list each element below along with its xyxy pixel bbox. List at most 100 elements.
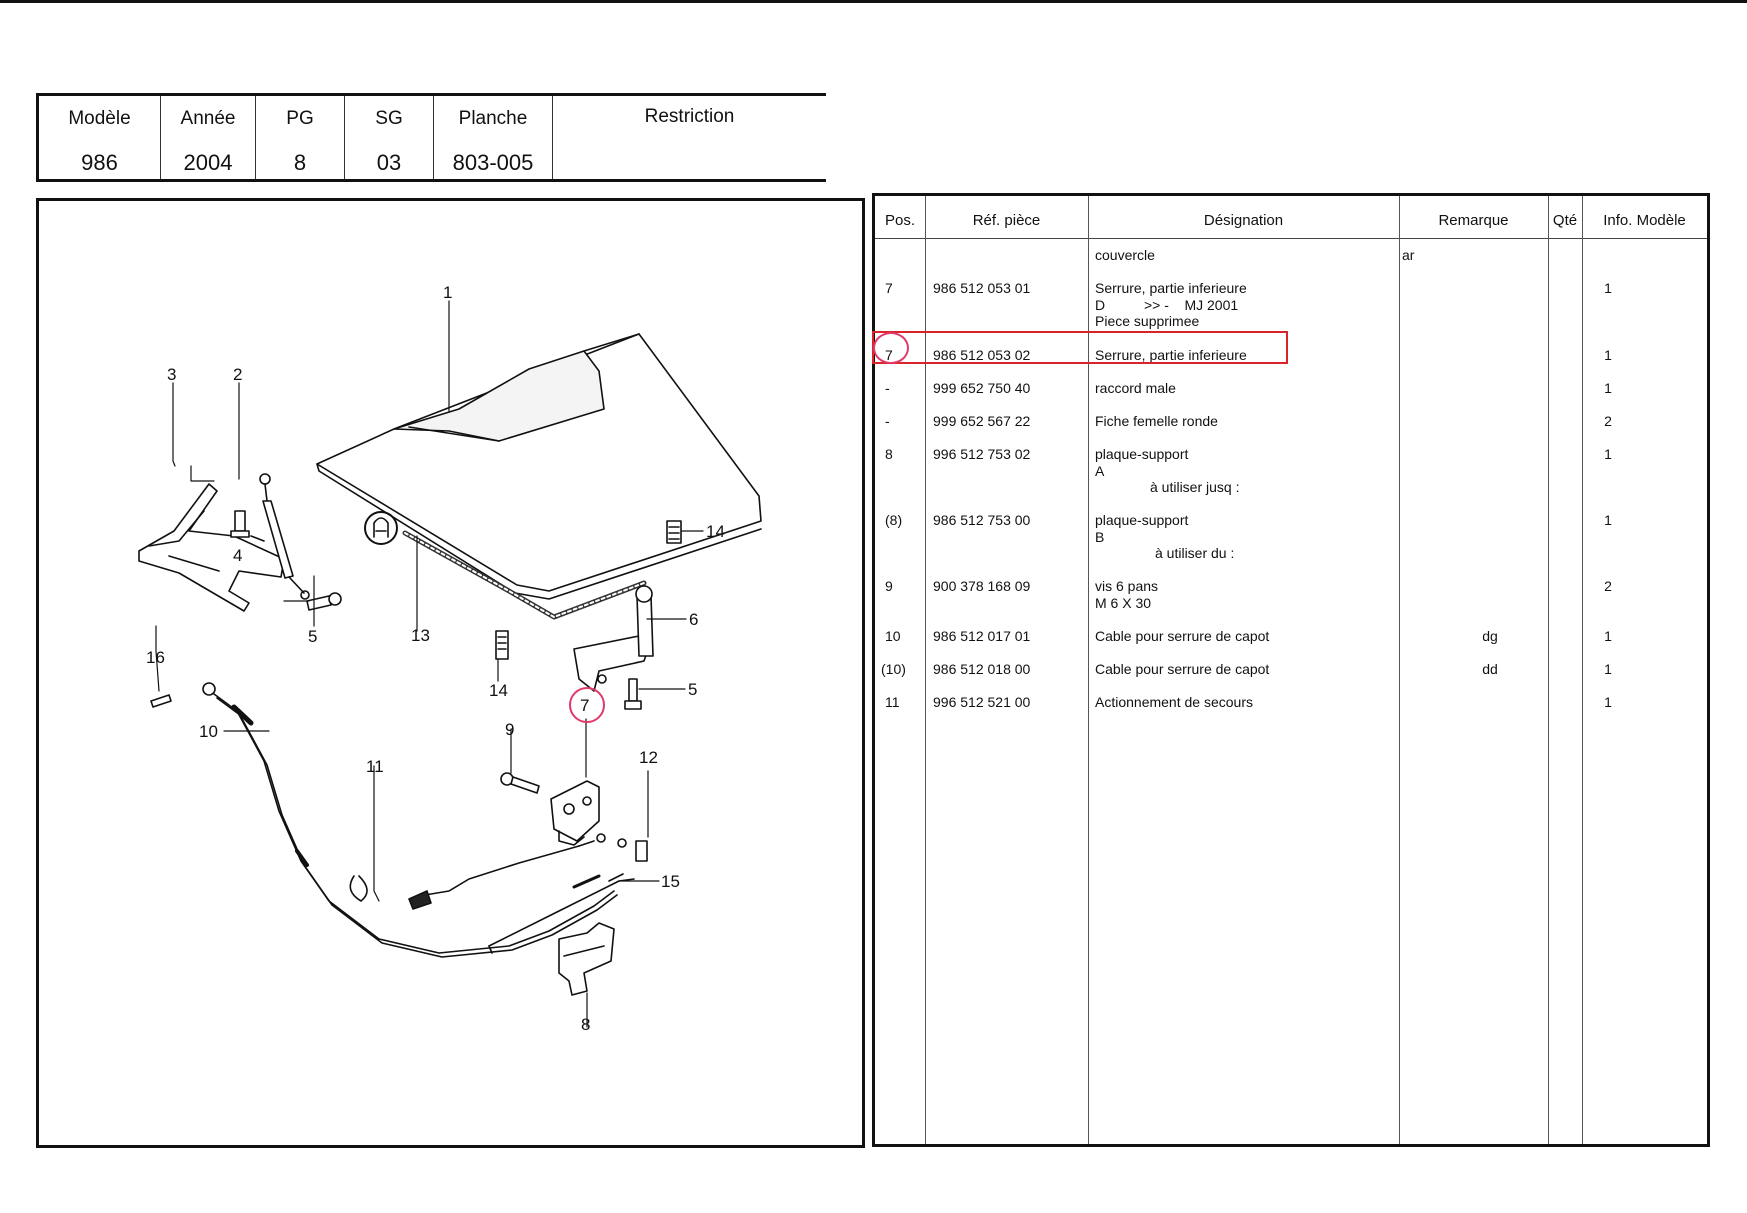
callout-11: 11 [366,757,384,776]
row-qty: 2 [1604,413,1612,429]
parts-table: Pos. Réf. pièce Désignation Remarque Qté… [872,193,1710,1147]
callout-3: 3 [167,365,176,384]
row-ref: 999 652 750 40 [933,380,1031,396]
striker-bracket [573,585,654,692]
header-table: Modèle 986 Année 2004 PG 8 SG 03 Planche… [36,93,826,182]
header-col-annee: Année 2004 [161,96,256,179]
parts-header-row [875,196,1707,239]
exploded-diagram: 1 2 3 4 5 13 14 14 6 5 16 7 9 10 11 12 1… [36,198,865,1148]
callout-2: 2 [233,365,242,384]
header-bottom-rule [36,179,826,182]
release-rod [488,873,635,954]
header-label-planche: Planche [458,108,528,129]
row-designation-line: vis 6 pans [1095,578,1159,594]
callout-7: 7 [580,696,589,715]
col-divider-1 [925,196,926,1144]
row-designation-line: Piece supprimee [1095,313,1200,329]
row-designation: Cable pour serrure de capot [1095,661,1270,677]
col-header-info: Info. Modèle [1603,212,1686,229]
header-value-modele: 986 [81,150,118,175]
row-pos: (8) [885,512,903,528]
row-pos: 8 [885,446,893,462]
bolt-16 [150,694,172,708]
row-qty: 1 [1604,512,1612,528]
header-left-rule [36,93,39,182]
header-col-restriction: Restriction [553,96,826,179]
row-designation-line: à utiliser du : [1155,545,1235,561]
row-ref: 900 378 168 09 [933,578,1031,594]
row-designation-line: M 6 X 30 [1095,594,1152,611]
callout-10: 10 [199,722,218,741]
release-cable [202,682,618,958]
header-top-rule [36,93,826,96]
row-qty: 1 [1604,694,1612,710]
row-designation: couvercle [1095,247,1155,263]
row-designation-line: plaque-support [1095,446,1189,462]
callout-1: 1 [443,283,452,302]
header-label-modele: Modèle [68,108,131,129]
header-value-annee: 2004 [183,150,233,175]
header-label-pg: PG [286,108,314,129]
callout-6: 6 [689,610,698,629]
row-ref: 986 512 053 02 [933,347,1031,363]
row-remarque: dg [1482,628,1498,644]
col-header-remarque: Remarque [1438,212,1509,229]
callout-12: 12 [639,748,658,767]
col-divider-4 [1548,196,1549,1144]
seal-symbol-icon [364,511,398,545]
row-ref: 986 512 053 01 [933,280,1031,296]
bolt-5-left [306,592,342,611]
row-pos: 7 [885,280,893,296]
row-pos: - [885,380,890,396]
row-designation-line: D >> - MJ 2001 [1095,296,1239,313]
row-designation: Serrure, partie inferieure [1095,347,1247,363]
callout-8: 8 [581,1015,590,1034]
row-designation: Serrure, partie inferieure D >> - MJ 200… [1095,280,1395,330]
rubber-stop-14a [666,520,682,544]
header-col-modele: Modèle 986 [39,96,161,179]
row-ref: 986 512 018 00 [933,661,1031,677]
row-designation: plaque-support A à utiliser jusq : [1095,446,1395,496]
row-ref: 996 512 753 02 [933,446,1031,462]
leader-lines [155,300,704,1028]
row-designation: Actionnement de secours [1095,694,1253,710]
col-header-designation: Désignation [1203,212,1284,229]
col-divider-2 [1088,196,1089,1144]
row-ref: 996 512 521 00 [933,694,1031,710]
header-label-restriction: Restriction [644,106,735,127]
row-pos: (10) [881,661,906,677]
row-ref: 986 512 753 00 [933,512,1031,528]
row-qty: 1 [1604,380,1612,396]
row-qty: 1 [1604,446,1612,462]
callout-14-top: 14 [706,522,725,541]
col-divider-3 [1399,196,1400,1144]
bolt-4 [230,510,265,542]
header-col-planche: Planche 803-005 [434,96,553,179]
row-designation: vis 6 pans M 6 X 30 [1095,578,1395,611]
row-designation-line: Serrure, partie inferieure [1095,280,1247,296]
callout-13: 13 [411,626,430,645]
row-qty: 1 [1604,661,1612,677]
row-pos: - [885,413,890,429]
hinge-assembly [138,483,285,612]
callout-5-right: 5 [688,680,697,699]
top-border [0,0,1747,3]
callout-16: 16 [146,648,165,667]
seal-strip [402,530,647,620]
highlight-circle-row-pos [873,332,909,364]
bolt-9 [500,772,540,794]
rubber-stop-14b [495,630,509,660]
header-col-pg: PG 8 [256,96,345,179]
row-pos: 10 [885,628,901,644]
support-plate [558,922,615,996]
bolt-5-right [624,678,642,710]
header-label-sg: SG [375,108,403,129]
header-col-sg: SG 03 [345,96,434,179]
callout-5-left: 5 [308,627,317,646]
header-value-pg: 8 [293,150,307,175]
row-remarque: dd [1482,661,1498,677]
header-value-sg: 03 [376,150,402,175]
diagram-drawing: 1 2 3 4 5 13 14 14 6 5 16 7 9 10 11 12 1… [138,283,762,1034]
lock-assembly [550,780,600,846]
row-qty: 1 [1604,280,1612,296]
